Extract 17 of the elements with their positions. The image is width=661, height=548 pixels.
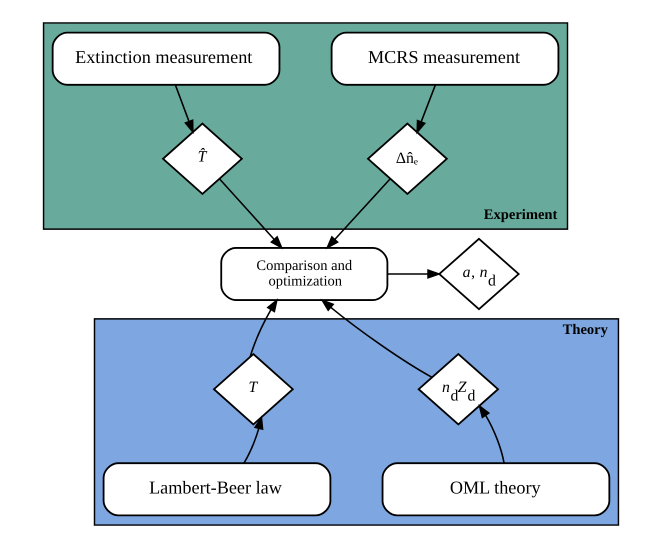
arrow	[387, 269, 441, 279]
arrow	[416, 84, 436, 134]
node-diamond: T	[212, 352, 294, 426]
arrow	[174, 84, 194, 134]
node-diamond: Δn̂ₑ	[366, 122, 448, 196]
arrow	[248, 298, 278, 357]
arrow	[242, 415, 263, 464]
arrow	[325, 178, 390, 250]
arrow	[320, 298, 432, 378]
arrow	[218, 178, 283, 250]
arrow	[478, 404, 504, 464]
node-box: MCRS measurement	[330, 32, 559, 86]
node-box: Lambert-Beer law	[102, 462, 331, 516]
node-box: OML theory	[381, 462, 610, 516]
node-box: Extinction measurement	[51, 32, 280, 86]
node-box: Comparison and optimization	[220, 247, 388, 301]
node-diamond: T̂	[161, 122, 243, 196]
